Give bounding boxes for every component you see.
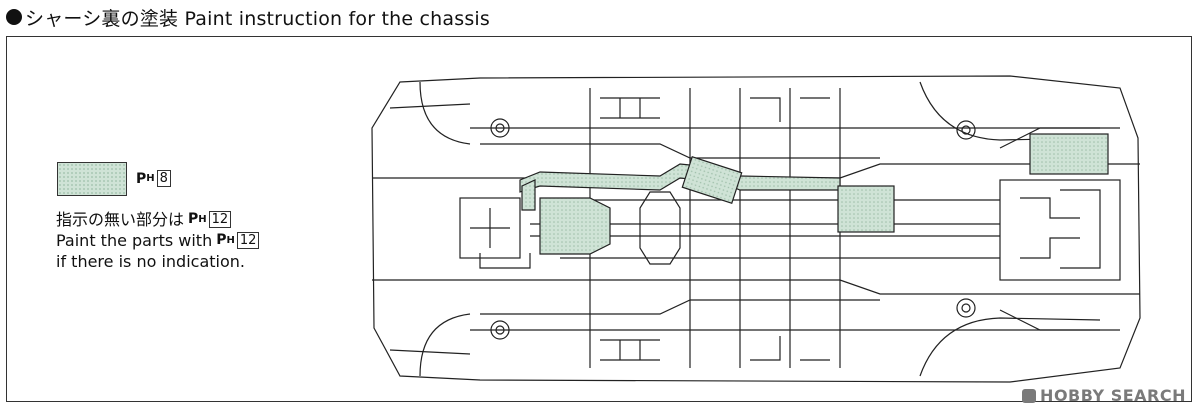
catalytic-converter <box>681 155 743 205</box>
paint-code-sub: H <box>198 214 207 225</box>
rear-panel <box>1029 133 1109 175</box>
bullet-icon <box>6 9 22 25</box>
transmission <box>539 197 611 255</box>
exhaust-pipe <box>519 163 841 193</box>
title-text: シャーシ裏の塗装 Paint instruction for the chass… <box>25 7 491 30</box>
body-outline <box>371 75 1141 383</box>
note-line-english-2: if there is no indication. <box>56 252 245 271</box>
legend-paint-code: P H 8 <box>136 170 171 187</box>
note-line-japanese: 指示の無い部分は <box>56 210 185 229</box>
paint-code-sub: H <box>146 173 155 184</box>
paint-code-sub: H <box>226 235 235 246</box>
paint-code-number: 8 <box>156 170 171 187</box>
watermark-text: HOBBY SEARCH <box>1040 386 1186 405</box>
engine-block <box>459 197 521 259</box>
paint-code-letter: P <box>136 170 147 187</box>
paint-code-number: 12 <box>236 232 260 249</box>
note-paint-code-1: P H 12 <box>188 209 232 230</box>
wheel-arch <box>419 81 471 377</box>
muffler <box>837 185 895 233</box>
default-paint-note: 指示の無い部分は P H 12 Paint the parts with P H… <box>56 209 260 272</box>
page-title: シャーシ裏の塗装 Paint instruction for the chass… <box>6 2 490 32</box>
paint-code-letter: P <box>188 211 199 227</box>
diagram-frame <box>6 36 1192 402</box>
legend-color-swatch <box>57 162 127 196</box>
rear-diff-area <box>999 179 1121 281</box>
chassis-underside-diagram <box>371 75 1141 383</box>
note-line-english: Paint the parts with <box>56 231 213 250</box>
watermark: HOBBY SEARCH <box>1022 386 1186 405</box>
paint-code-letter: P <box>216 232 227 248</box>
wheel-hub <box>490 118 510 138</box>
note-paint-code-2: P H 12 <box>216 230 260 251</box>
hobby-search-logo-icon <box>1022 388 1037 403</box>
paint-code-number: 12 <box>208 211 232 228</box>
